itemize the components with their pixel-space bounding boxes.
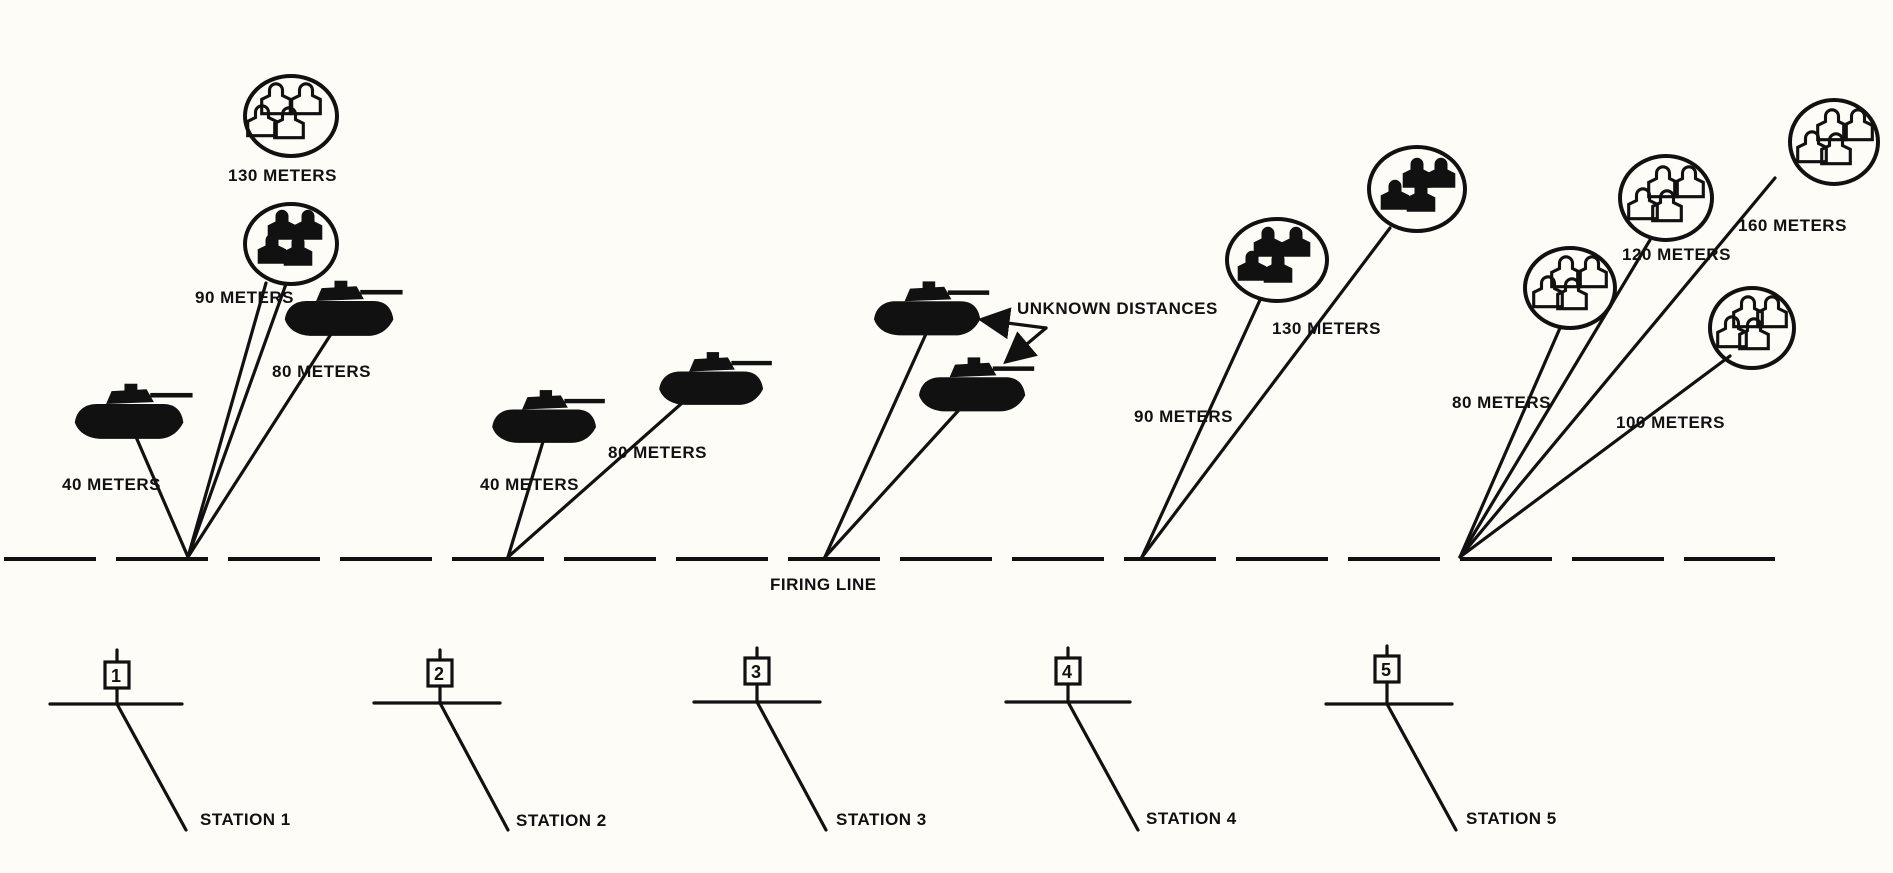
svg-text:5: 5 (1381, 660, 1391, 680)
station-post-4: 4 STATION 4 (1004, 646, 1237, 832)
svg-text:3: 3 (751, 662, 761, 682)
label-s5-80: 80 METERS (1452, 393, 1551, 412)
label-s5-160: 160 METERS (1738, 216, 1847, 235)
station-4-label: STATION 4 (1146, 809, 1237, 828)
station-2-label: STATION 2 (516, 811, 607, 830)
svg-text:4: 4 (1062, 662, 1072, 682)
svg-text:1: 1 (111, 666, 121, 686)
station-3-targets: UNKNOWN DISTANCES (823, 281, 1218, 559)
label-s1-90: 90 METERS (195, 288, 294, 307)
station-post-3: 3 STATION 3 (692, 646, 927, 832)
station-3-label: STATION 3 (836, 810, 927, 829)
station-4-targets: 90 METERS 130 METERS (1134, 145, 1467, 559)
label-s5-100: 100 METERS (1616, 413, 1725, 432)
station-post-2: 2 STATION 2 (372, 648, 607, 832)
label-s1-130: 130 METERS (228, 166, 337, 185)
station-post-5: 5 STATION 5 (1324, 644, 1557, 832)
label-s1-80: 80 METERS (272, 362, 371, 381)
label-s2-80: 80 METERS (608, 443, 707, 462)
label-s4-130: 130 METERS (1272, 319, 1381, 338)
station-5-label: STATION 5 (1466, 809, 1557, 828)
label-s2-40: 40 METERS (480, 475, 579, 494)
station-1-label: STATION 1 (200, 810, 291, 829)
svg-text:2: 2 (434, 664, 444, 684)
label-s1-40: 40 METERS (62, 475, 161, 494)
label-s5-120: 120 METERS (1622, 245, 1731, 264)
station-5-targets: 80 METERS 100 METERS 120 METERS 160 METE… (1452, 98, 1880, 559)
label-s4-90: 90 METERS (1134, 407, 1233, 426)
station-post-1: 1 STATION 1 (48, 648, 291, 832)
station-2-targets: 40 METERS 80 METERS (480, 352, 772, 559)
label-unknown-distances: UNKNOWN DISTANCES (1017, 299, 1218, 318)
firing-line-label: FIRING LINE (770, 575, 877, 594)
station-1-targets: 130 METERS 90 METERS 80 METERS 40 METERS (62, 74, 403, 559)
